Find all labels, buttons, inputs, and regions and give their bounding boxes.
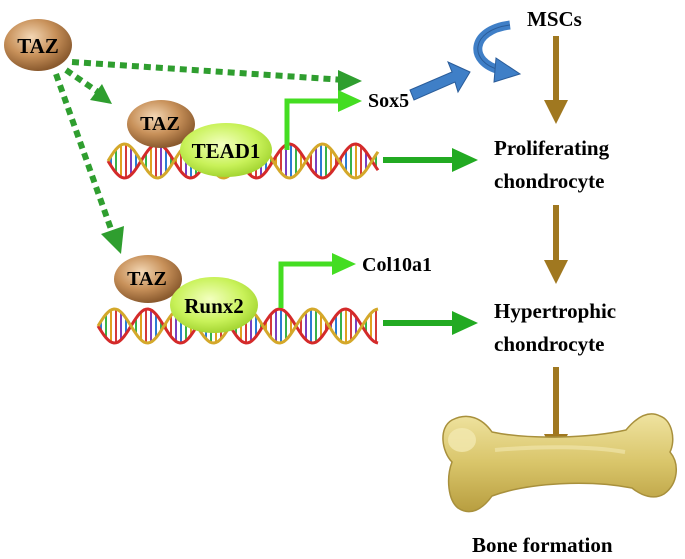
transcription-arrow-sox5	[284, 90, 362, 150]
mscs-label: MSCs	[527, 7, 582, 31]
hypertrophic-label-line1: Hypertrophic	[494, 299, 616, 323]
blue-arrow-sox5-to-mscs	[409, 20, 522, 101]
tead1-oval: TEAD1	[180, 123, 272, 177]
col10a1-label: Col10a1	[362, 254, 432, 276]
brown-arrow-mscs-to-proliferating	[544, 36, 568, 124]
taz-tead-oval: TAZ	[127, 100, 195, 148]
arrow-to-hypertrophic	[383, 311, 478, 335]
proliferating-label-line1: Proliferating	[494, 136, 610, 160]
taz-main-oval: TAZ	[4, 19, 72, 71]
dashed-arrow-taz-to-runx2	[53, 72, 124, 254]
taz-runx-oval: TAZ	[114, 255, 182, 303]
runx2-oval: Runx2	[170, 277, 258, 333]
proliferating-label-line2: chondrocyte	[494, 169, 604, 193]
sox5-label: Sox5	[368, 90, 409, 112]
taz-main-label: TAZ	[17, 34, 59, 58]
brown-arrow-proliferating-to-hypertrophic	[544, 205, 568, 284]
hypertrophic-label-line2: chondrocyte	[494, 332, 604, 356]
tead1-label: TEAD1	[192, 139, 261, 163]
bone-illustration	[442, 413, 677, 513]
bone-formation-label: Bone formation	[472, 533, 613, 557]
taz-runx-label: TAZ	[127, 268, 167, 290]
taz-tead-label: TAZ	[140, 113, 180, 135]
runx2-label: Runx2	[184, 294, 244, 318]
transcription-arrow-col10a1	[278, 253, 356, 308]
arrow-to-proliferating	[383, 148, 478, 172]
dna-strand	[96, 307, 379, 345]
dashed-arrow-taz-to-sox5	[71, 59, 362, 92]
dashed-arrow-taz-to-tead1	[64, 67, 112, 104]
